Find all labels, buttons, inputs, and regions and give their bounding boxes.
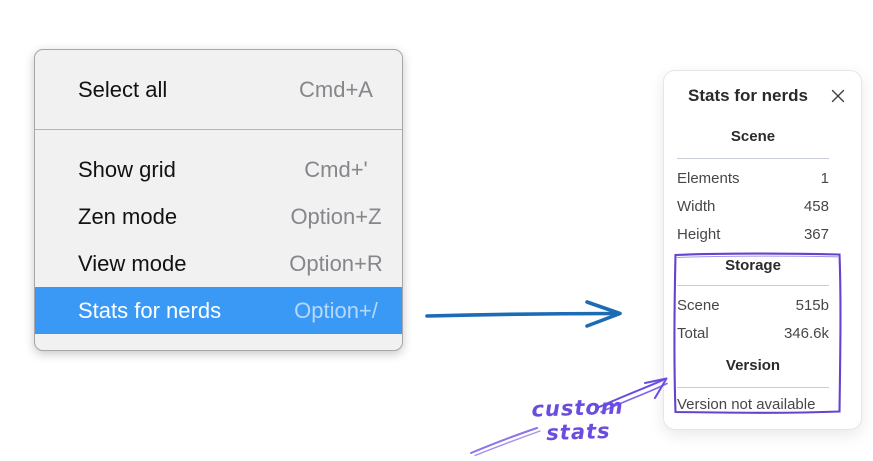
section-header-version: Version [725, 357, 781, 374]
stat-row: Height 367 [677, 220, 829, 248]
stat-value: 1 [820, 169, 829, 187]
panel-header: Stats for nerds [664, 71, 861, 108]
stat-label: Scene [677, 296, 720, 314]
stat-label: Total [677, 324, 709, 342]
divider [677, 285, 829, 286]
close-icon[interactable] [829, 87, 847, 105]
stat-value: 458 [803, 197, 829, 215]
annotation-line [470, 427, 541, 457]
stat-label: Height [677, 225, 721, 243]
menu-item-shortcut: Cmd+' [304, 156, 368, 182]
divider [677, 387, 829, 388]
menu-item-stats-for-nerds[interactable]: Stats for nerds Option+/ [35, 287, 402, 334]
panel-title: Stats for nerds [688, 86, 808, 105]
menu-item-label: Show grid [78, 156, 176, 182]
section-header-scene: Scene [730, 128, 776, 145]
section-header-storage: Storage [725, 257, 781, 274]
stat-value: 346.6k [783, 324, 829, 342]
menu-item-label: View mode [78, 250, 187, 276]
storage-rows: Scene 515b Total 346.6k [677, 291, 829, 347]
custom-stats-annotation: custom stats [531, 394, 625, 446]
menu-item-label: Zen mode [78, 203, 178, 229]
menu-item-select-all[interactable]: Select all Cmd+A [35, 66, 402, 113]
stat-row: Width 458 [677, 192, 829, 220]
menu-item-zen-mode[interactable]: Zen mode Option+Z [35, 193, 402, 240]
divider [677, 158, 829, 159]
scene-rows: Elements 1 Width 458 Height 367 [677, 164, 829, 248]
stat-row: Total 346.6k [677, 319, 829, 347]
menu-item-shortcut: Option+/ [294, 297, 378, 323]
context-menu: Select all Cmd+A Show grid Cmd+' Zen mod… [34, 49, 403, 351]
panel-body: Scene Elements 1 Width 458 Height 367 St… [677, 128, 829, 416]
stat-row: Scene 515b [677, 291, 829, 319]
flow-arrow-icon [425, 300, 622, 328]
menu-item-shortcut: Cmd+A [299, 76, 373, 102]
menu-section-top: Select all Cmd+A [35, 50, 402, 129]
stat-value: 515b [795, 296, 829, 314]
menu-item-label: Stats for nerds [78, 297, 222, 323]
annotation-arrow-icon [596, 377, 668, 413]
menu-separator [35, 129, 402, 130]
menu-item-show-grid[interactable]: Show grid Cmd+' [35, 146, 402, 193]
menu-item-view-mode[interactable]: View mode Option+R [35, 240, 402, 287]
stat-value: 367 [803, 225, 829, 243]
menu-item-shortcut: Option+Z [290, 203, 382, 229]
menu-item-label: Select all [78, 76, 168, 102]
menu-item-shortcut: Option+R [289, 250, 383, 276]
menu-section-view: Show grid Cmd+' Zen mode Option+Z View m… [35, 130, 402, 350]
stat-row: Elements 1 [677, 164, 829, 192]
stat-label: Width [677, 197, 716, 215]
version-note: Version not available [677, 396, 816, 413]
stats-for-nerds-panel: Stats for nerds Scene Elements 1 Width 4… [663, 70, 862, 430]
stat-label: Elements [677, 169, 740, 187]
